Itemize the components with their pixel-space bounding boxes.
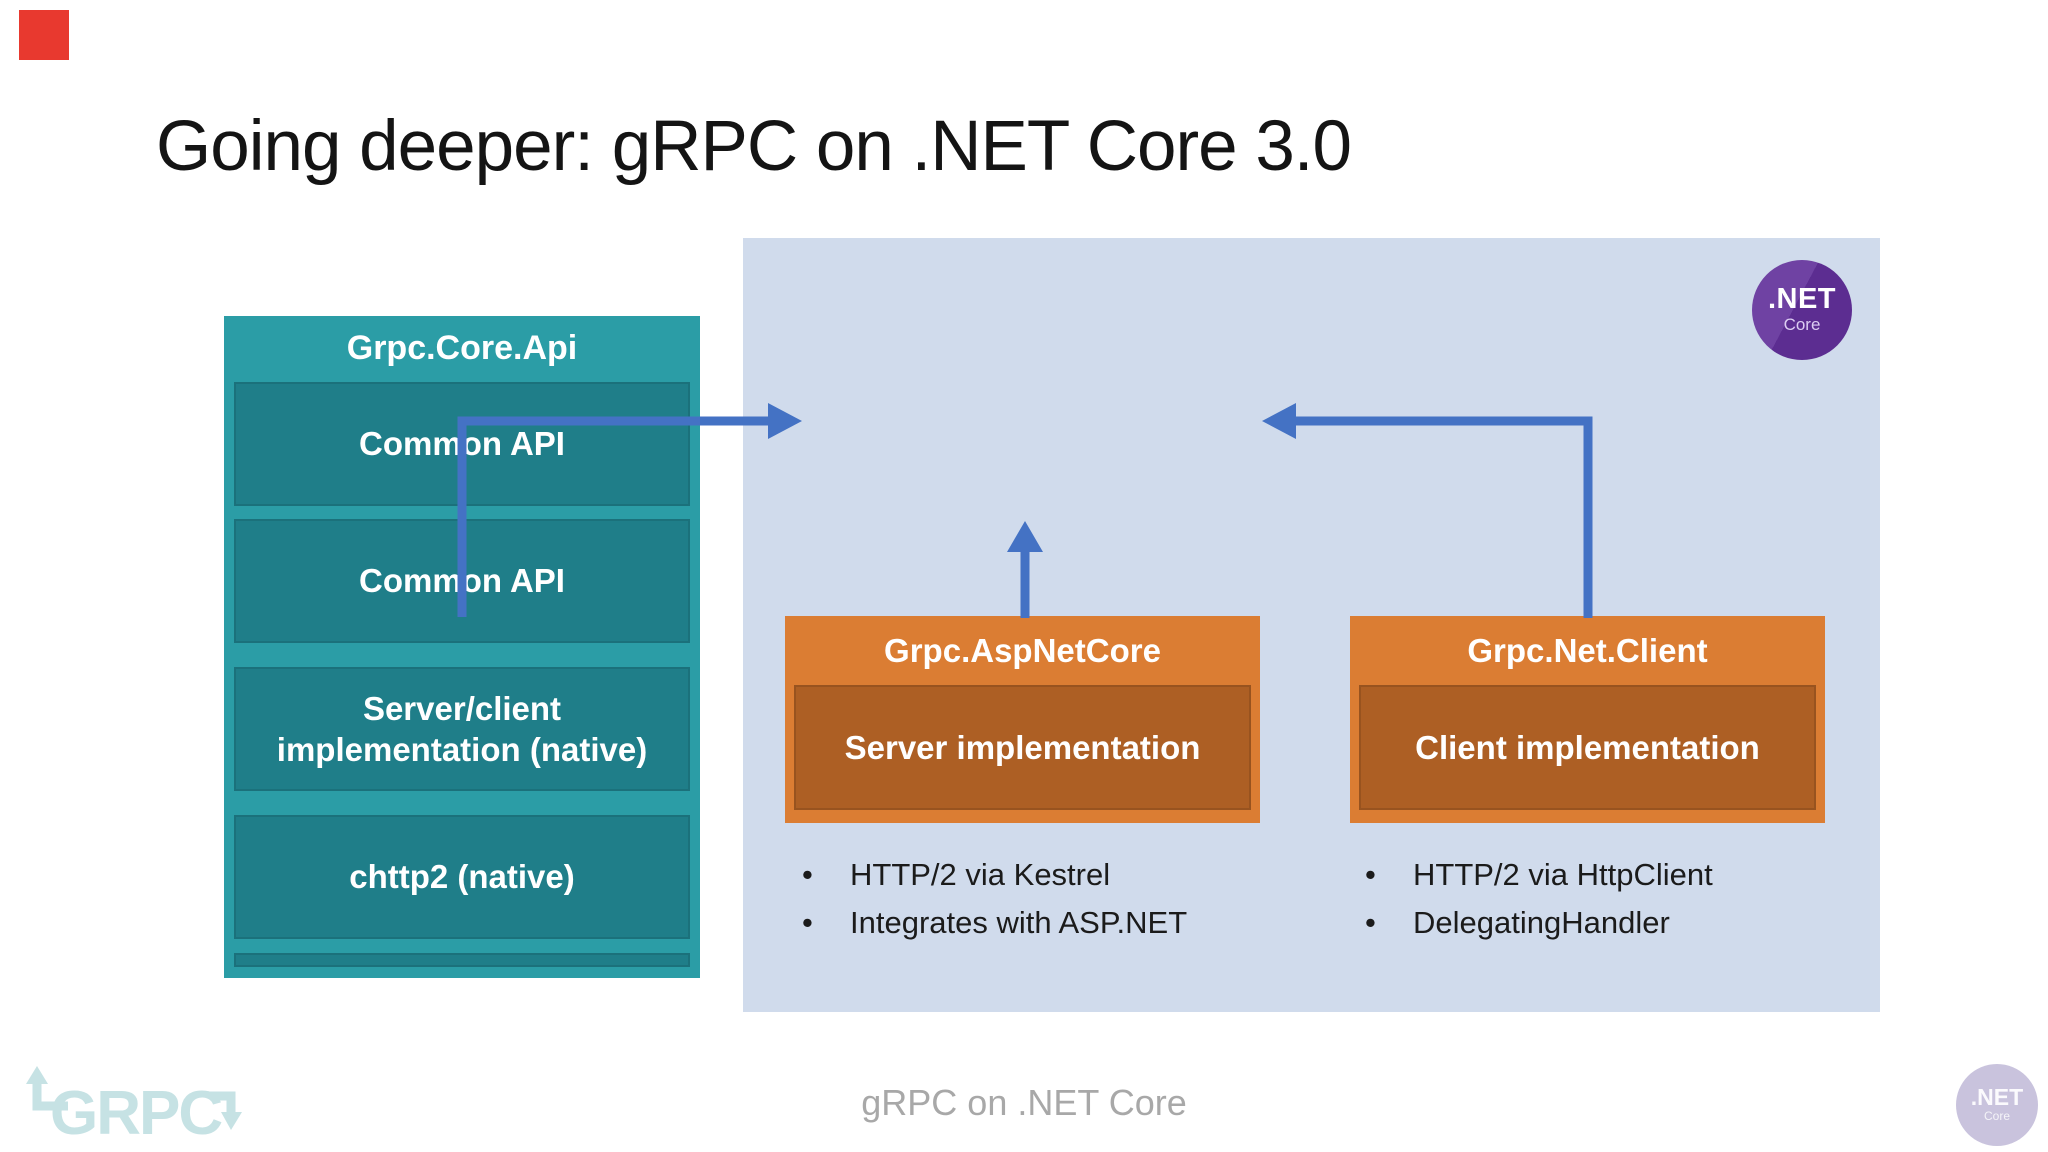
bullet-item: Integrates with ASP.NET [800, 899, 1300, 947]
net-core-logo-sub: Core [1783, 314, 1821, 334]
footer-title: gRPC on .NET Core [861, 1082, 1187, 1123]
netclient-bullet-list: HTTP/2 via HttpClient DelegatingHandler [1363, 851, 1863, 947]
net-core-logo-name: .NET [1767, 282, 1837, 315]
recording-indicator [19, 10, 69, 60]
net-core-logo-faded: .NET Core [1956, 1064, 2038, 1146]
stack-layer-common-api-1: Common API [234, 382, 690, 506]
net-faded-sub: Core [1983, 1108, 2010, 1123]
net-faded-name: .NET [1970, 1083, 2024, 1110]
slide-title: Going deeper: gRPC on .NET Core 3.0 [156, 107, 1352, 186]
grpc-core-api-stack: Grpc.Core.Api Common API Common API Serv… [224, 316, 700, 978]
bullet-item: HTTP/2 via Kestrel [800, 851, 1300, 899]
grpc-aspnetcore-box: Grpc.AspNetCore Server implementation [785, 616, 1260, 823]
core-stack-header: Grpc.Core.Api [346, 328, 578, 367]
client-implementation-box: Client implementation [1359, 685, 1816, 810]
grpc-aspnetcore-header: Grpc.AspNetCore [884, 631, 1161, 669]
grpc-logo-wordmark: GRPC [50, 1079, 222, 1148]
dotnet-panel: .NET Core Grpc.AspNetCore Server impleme… [743, 238, 1880, 1012]
bullet-item: HTTP/2 via HttpClient [1363, 851, 1863, 899]
grpc-netclient-header: Grpc.Net.Client [1467, 631, 1708, 669]
bullet-item: DelegatingHandler [1363, 899, 1863, 947]
stack-layer-common-api-2: Common API [234, 519, 690, 643]
grpc-logo-right-arrow-icon [210, 1091, 242, 1130]
grpc-logo-left-arrow-icon [26, 1066, 68, 1111]
stack-layer-chttp2-native: chttp2 (native) [234, 815, 690, 939]
net-core-logo: .NET Core [1752, 260, 1852, 360]
aspnetcore-bullet-list: HTTP/2 via Kestrel Integrates with ASP.N… [800, 851, 1300, 947]
server-implementation-box: Server implementation [794, 685, 1251, 810]
grpc-logo: GRPC [26, 1066, 242, 1148]
grpc-netclient-box: Grpc.Net.Client Client implementation [1350, 616, 1825, 823]
stack-layer-server-client-native: Server/client implementation (native) [234, 667, 690, 791]
stack-layer-partial [234, 953, 690, 967]
